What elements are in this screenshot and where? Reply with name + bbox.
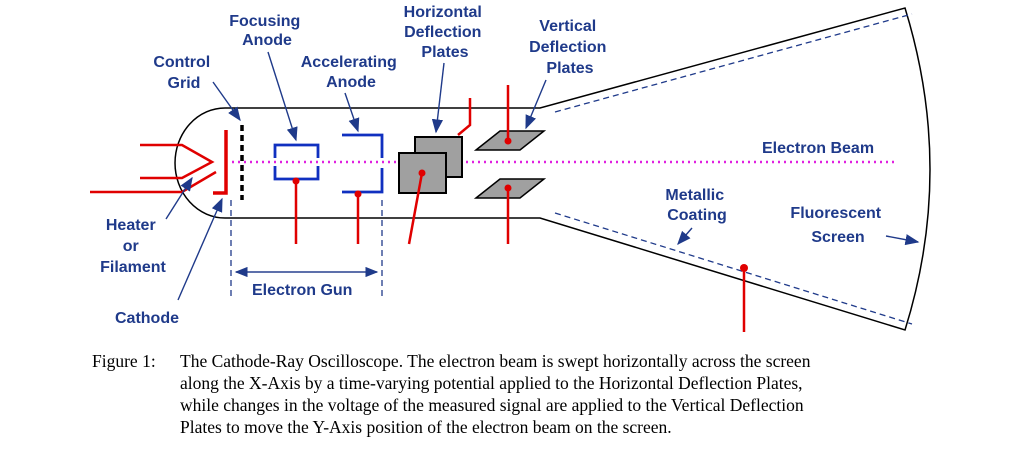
caption-label: Figure 1:	[92, 351, 156, 371]
label-metallic-coating: Metallic Coating	[665, 187, 728, 224]
accelerating-anode	[342, 133, 384, 244]
coating-contact	[740, 264, 748, 272]
horizontal-plates-leader	[431, 62, 445, 134]
label-vertical-plates: Vertical Deflection Plates	[529, 18, 611, 77]
heater-filament	[90, 143, 217, 194]
label-fluorescent-screen: Fluorescent Screen	[790, 205, 885, 246]
label-cathode: Cathode	[115, 310, 179, 327]
caption-line: Plates to move the Y-Axis position of th…	[180, 417, 672, 437]
label-electron-beam: Electron Beam	[762, 140, 874, 157]
label-electron-gun: Electron Gun	[252, 282, 352, 299]
caption-line: along the X-Axis by a time-varying poten…	[180, 373, 803, 393]
electron-gun-bracket	[230, 200, 383, 300]
fluorescent-screen-leader	[885, 234, 920, 246]
caption-text: The Cathode-Ray Oscilloscope. The electr…	[180, 350, 940, 438]
coating-bottom	[554, 212, 913, 325]
caption-line: while changes in the voltage of the meas…	[180, 395, 804, 415]
vertical-deflection-plates	[473, 85, 547, 244]
control-grid-leader	[212, 81, 241, 122]
label-focusing-anode: Focusing Anode	[229, 13, 305, 49]
label-heater: Heater or Filament	[100, 217, 166, 276]
accelerating-anode-leader	[344, 92, 360, 133]
label-horizontal-plates: Horizontal Deflection Plates	[404, 4, 487, 61]
caption-line: The Cathode-Ray Oscilloscope. The electr…	[180, 351, 811, 371]
vertical-plates-leader	[525, 79, 547, 130]
horizontal-deflection-plates	[398, 98, 472, 245]
focusing-anode-leader	[267, 51, 298, 142]
label-accelerating-anode: Accelerating Anode	[301, 54, 402, 91]
heater-leader	[165, 176, 193, 220]
cathode-leader	[177, 197, 223, 301]
crt-diagram: Focusing Anode Control Grid Accelerating…	[90, 4, 931, 332]
coating-top	[554, 13, 913, 113]
metallic-coating-leader	[677, 227, 693, 246]
label-control-grid: Control Grid	[153, 54, 214, 92]
focusing-anode	[273, 143, 320, 244]
tube-outline	[174, 7, 931, 331]
cathode	[213, 130, 228, 195]
